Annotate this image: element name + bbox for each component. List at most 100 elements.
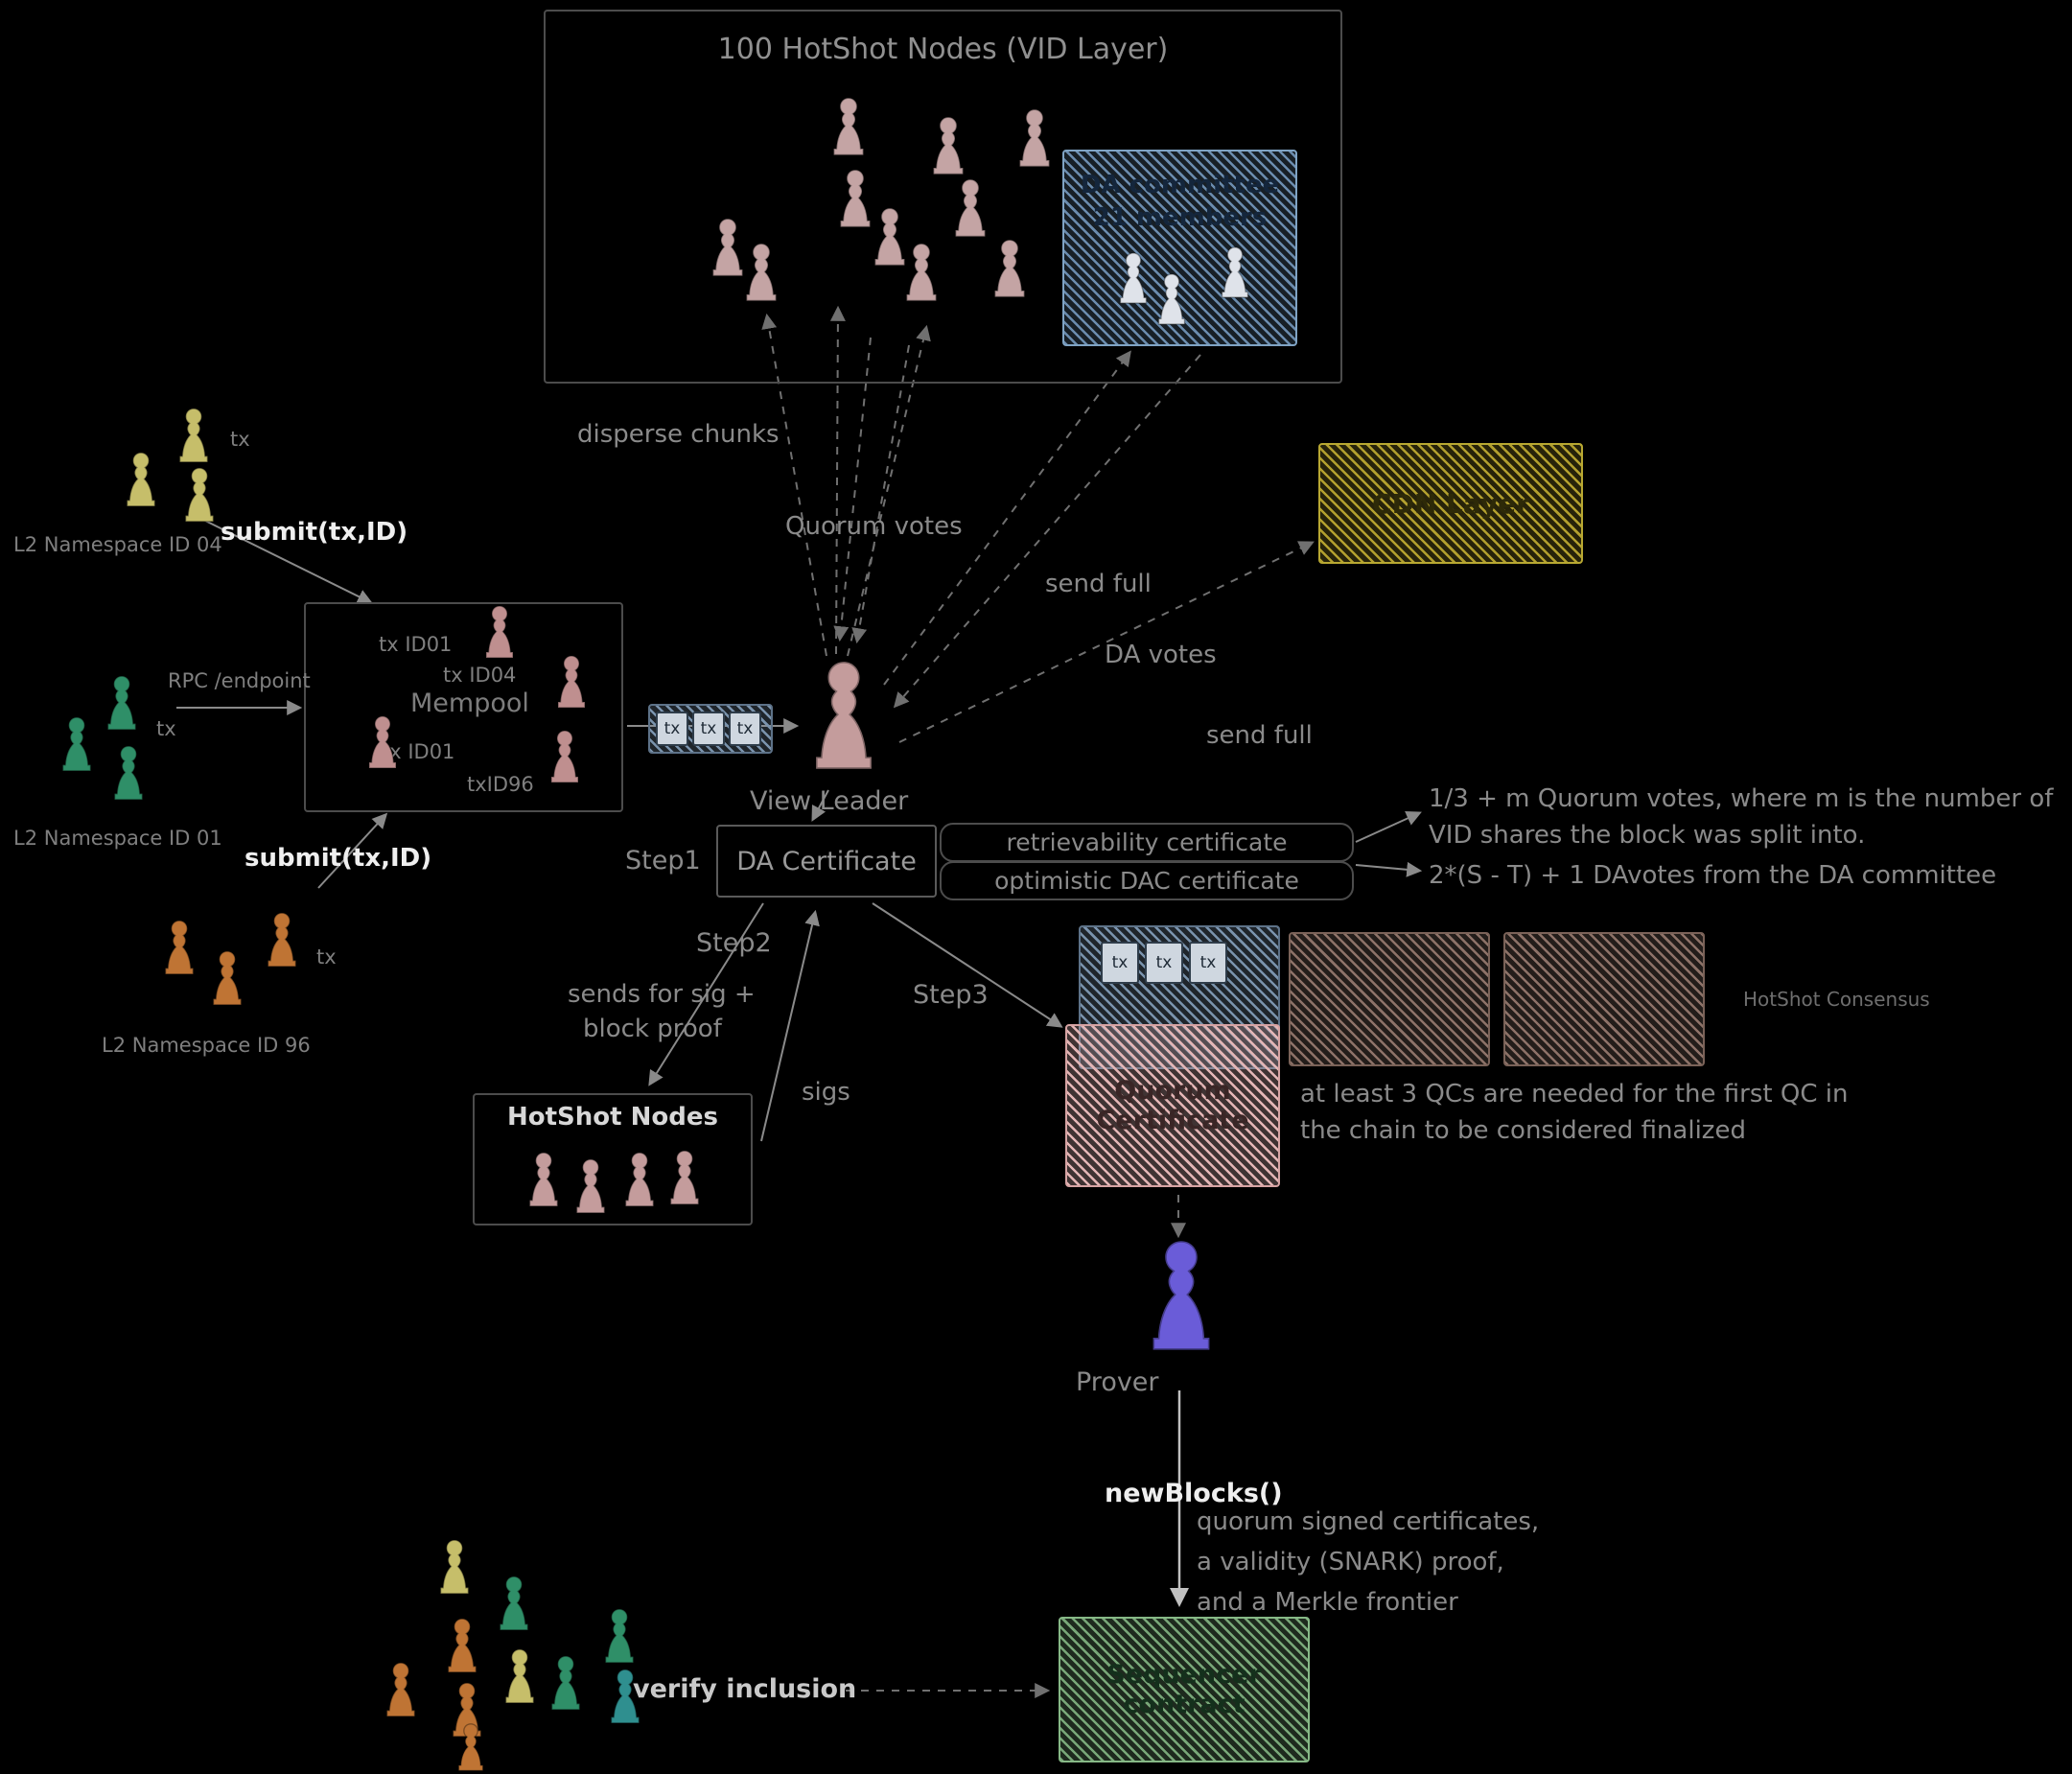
sequencer-contract-line2: contract	[1123, 1690, 1246, 1719]
arrow-quorum-votes-2	[851, 344, 910, 644]
pawn-icon	[380, 1661, 422, 1720]
pawn-icon	[1152, 272, 1191, 328]
cdn-layer-box: CDN Layer	[1318, 443, 1583, 564]
hotshot-nodes-box: HotShot Nodes	[473, 1093, 753, 1225]
da-certificate-box: DA Certificate	[716, 825, 937, 898]
sigs-label: sigs	[802, 1078, 850, 1107]
disperse-chunks-label: disperse chunks	[577, 420, 780, 449]
quorum-note-line2: VID shares the block was split into.	[1429, 821, 1866, 850]
pawn-icon	[173, 407, 215, 466]
arrow-da-votes	[893, 354, 1201, 709]
pawn-icon	[441, 1617, 483, 1676]
arrow-disperse-1	[761, 313, 827, 657]
pawn-icon	[545, 1654, 587, 1714]
quorum-votes-label: Quorum votes	[785, 512, 963, 541]
vid-layer-box: 100 HotShot Nodes (VID Layer)	[544, 10, 1342, 384]
quorum-certificate-line2: Certificate	[1096, 1106, 1249, 1135]
send-full-committee-label: send full	[1045, 570, 1152, 598]
da-committee-members-label: 21 members	[1092, 203, 1268, 232]
consensus-block-2	[1503, 932, 1705, 1066]
tx-cell: tx	[1101, 942, 1139, 984]
pawn-icon	[261, 911, 303, 970]
pawn-icon	[101, 674, 143, 734]
arrow-submit-2	[317, 812, 388, 889]
step3-label: Step3	[913, 980, 989, 1010]
pawn-icon	[1013, 107, 1057, 171]
pawn-icon	[56, 715, 98, 775]
pawn-icon	[1114, 251, 1152, 307]
view-leader-pawn-icon	[803, 658, 884, 777]
arrow-step1	[811, 789, 829, 822]
optimistic-dac-certificate-label: optimistic DAC certificate	[994, 867, 1299, 895]
pawn-icon	[551, 654, 592, 712]
da-committee-label: DA committee	[1080, 171, 1280, 199]
newblocks-line2: a validity (SNARK) proof,	[1197, 1548, 1504, 1576]
arrow-note-quorum	[1355, 811, 1422, 843]
pawn-icon	[523, 1151, 565, 1210]
quorum-certificate-line1: Quorum	[1114, 1076, 1231, 1106]
da-certificate-label: DA Certificate	[736, 846, 917, 876]
pawn-icon	[826, 96, 871, 159]
namespace-01-label: L2 Namespace ID 01	[13, 827, 222, 850]
arrow-note-davotes	[1355, 861, 1423, 877]
tx-label-ns01: tx	[156, 717, 176, 740]
submit-label-2: submit(tx,ID)	[244, 844, 432, 873]
submit-label-1: submit(tx,ID)	[221, 518, 408, 547]
tx-cell: tx	[692, 712, 725, 746]
step2-label: Step2	[696, 928, 772, 958]
pawn-icon	[988, 238, 1032, 301]
tx-cell: tx	[729, 712, 761, 746]
pawn-icon	[362, 714, 403, 772]
mempool-title: Mempool	[410, 689, 529, 718]
pawn-icon	[545, 729, 585, 786]
mempool-box	[304, 602, 623, 812]
pawn-icon	[499, 1647, 541, 1707]
quorum-certificate-box: Quorum Certificate	[1065, 1024, 1280, 1187]
vid-layer-title: 100 HotShot Nodes (VID Layer)	[717, 33, 1169, 66]
pawn-icon	[433, 1538, 476, 1598]
arrow-send-full-committee	[883, 350, 1131, 686]
pawn-icon	[570, 1157, 612, 1217]
sequencer-contract-box: Sequencer contract	[1059, 1617, 1310, 1762]
namespace-96-label: L2 Namespace ID 96	[102, 1034, 311, 1057]
step1-label: Step1	[625, 846, 701, 875]
view-leader-label: View Leader	[750, 786, 909, 816]
pawn-icon	[948, 177, 992, 241]
pawn-icon	[158, 919, 200, 978]
pawn-icon	[1216, 245, 1254, 301]
qc-note-line2: the chain to be considered finalized	[1300, 1116, 1746, 1145]
pawn-icon	[479, 604, 520, 662]
tx-label-ns04: tx	[230, 428, 250, 451]
newblocks-line3: and a Merkle frontier	[1197, 1588, 1458, 1617]
mempool-tx2-label: tx ID04	[443, 664, 517, 687]
pawn-icon	[107, 744, 150, 804]
hotshot-nodes-title: HotShot Nodes	[507, 1103, 718, 1132]
consensus-block-1	[1289, 932, 1490, 1066]
sequencer-contract-line1: Sequencer	[1106, 1660, 1262, 1690]
arrow-disperse-2	[829, 305, 846, 655]
namespace-04-label: L2 Namespace ID 04	[13, 533, 222, 556]
pawn-icon	[899, 242, 943, 305]
pawn-icon	[598, 1607, 640, 1667]
pawn-icon	[926, 115, 970, 178]
sends-for-sig-label: sends for sig +	[568, 980, 756, 1009]
arrow-quorum-votes-1	[833, 337, 872, 642]
tx-label-ns96: tx	[316, 945, 337, 969]
send-full-cdn-label: send full	[1206, 721, 1313, 750]
pawn-icon	[178, 466, 221, 525]
tx-cell: tx	[656, 712, 688, 746]
pawn-icon	[206, 949, 248, 1009]
mempool-tx4-label: txID96	[467, 773, 534, 796]
pawn-icon	[618, 1151, 661, 1210]
prover-pawn-icon	[1141, 1237, 1222, 1358]
arrow-step2	[648, 902, 764, 1086]
davotes-note: 2*(S - T) + 1 DAvotes from the DA commit…	[1429, 861, 1997, 890]
prover-label: Prover	[1076, 1367, 1159, 1397]
arrow-sigs	[760, 909, 820, 1142]
arrow-step3	[872, 902, 1063, 1028]
pawn-icon	[739, 242, 783, 305]
cdn-layer-label: CDN Layer	[1372, 487, 1529, 520]
verify-inclusion-label: verify inclusion	[633, 1674, 857, 1704]
